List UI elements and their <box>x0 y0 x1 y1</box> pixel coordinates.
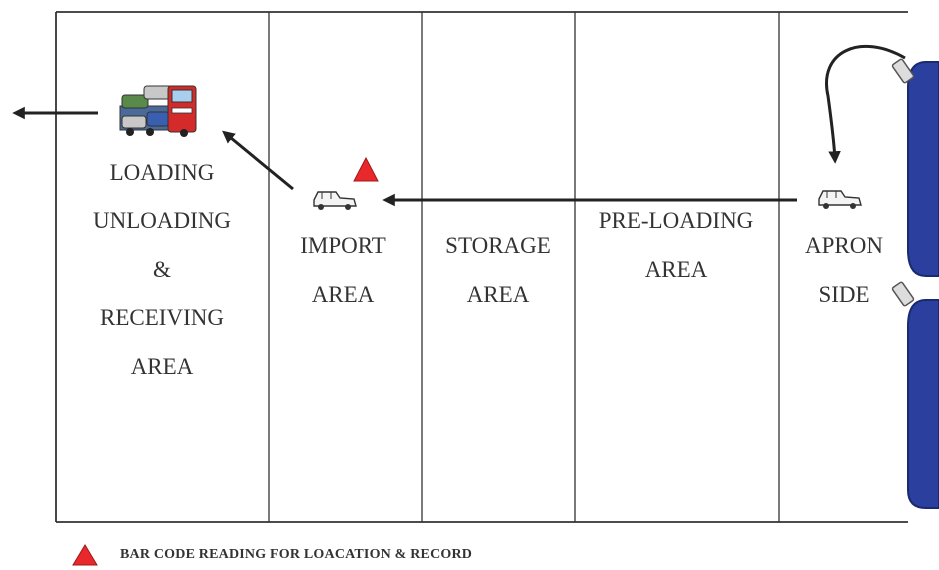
mooring-bollard-top <box>891 58 915 84</box>
zone-label-line: RECEIVING <box>100 305 224 330</box>
red-triangle-marker-icon <box>72 544 98 566</box>
ship-hull-bottom <box>907 299 939 509</box>
zone-label-line: STORAGE <box>445 233 551 258</box>
zone-loading-label: LOADING UNLOADING & RECEIVING AREA <box>93 160 231 379</box>
zone-apron-label: APRON SIDE <box>805 233 883 307</box>
zone-storage-label: STORAGE AREA <box>445 233 551 307</box>
zone-label-line: AREA <box>131 354 194 379</box>
barcode-reading-marker <box>353 156 379 182</box>
zone-label-line: UNLOADING <box>93 208 231 233</box>
zone-label-line: AREA <box>467 282 530 307</box>
curved-arrow-ship-to-apron <box>825 45 906 164</box>
zone-label-line: IMPORT <box>300 233 386 258</box>
zone-label-line: LOADING <box>110 160 215 185</box>
car-carrier-truck-icon <box>119 85 197 137</box>
flow-arrows <box>12 45 906 207</box>
zone-label-line: PRE-LOADING <box>599 208 754 233</box>
vehicle-icon <box>818 190 862 209</box>
zone-label-line: SIDE <box>818 282 869 307</box>
arrow-import-to-loading <box>222 130 294 191</box>
zone-label-line: & <box>153 257 171 282</box>
zone-label-line: APRON <box>805 233 883 258</box>
legend: BAR CODE READING FOR LOACATION & RECORD <box>72 540 472 570</box>
mooring-bollard-bottom <box>891 281 915 307</box>
vehicle-icon <box>313 191 357 210</box>
legend-text: BAR CODE READING FOR LOACATION & RECORD <box>120 547 473 562</box>
zone-preloading-label: PRE-LOADING AREA <box>599 208 754 282</box>
ship-hull-icon <box>891 58 939 509</box>
yard-outline <box>55 11 908 523</box>
zone-label-line: AREA <box>645 257 708 282</box>
ship-hull-top <box>907 61 939 277</box>
zone-label-line: AREA <box>312 282 375 307</box>
zone-import-label: IMPORT AREA <box>300 233 386 307</box>
